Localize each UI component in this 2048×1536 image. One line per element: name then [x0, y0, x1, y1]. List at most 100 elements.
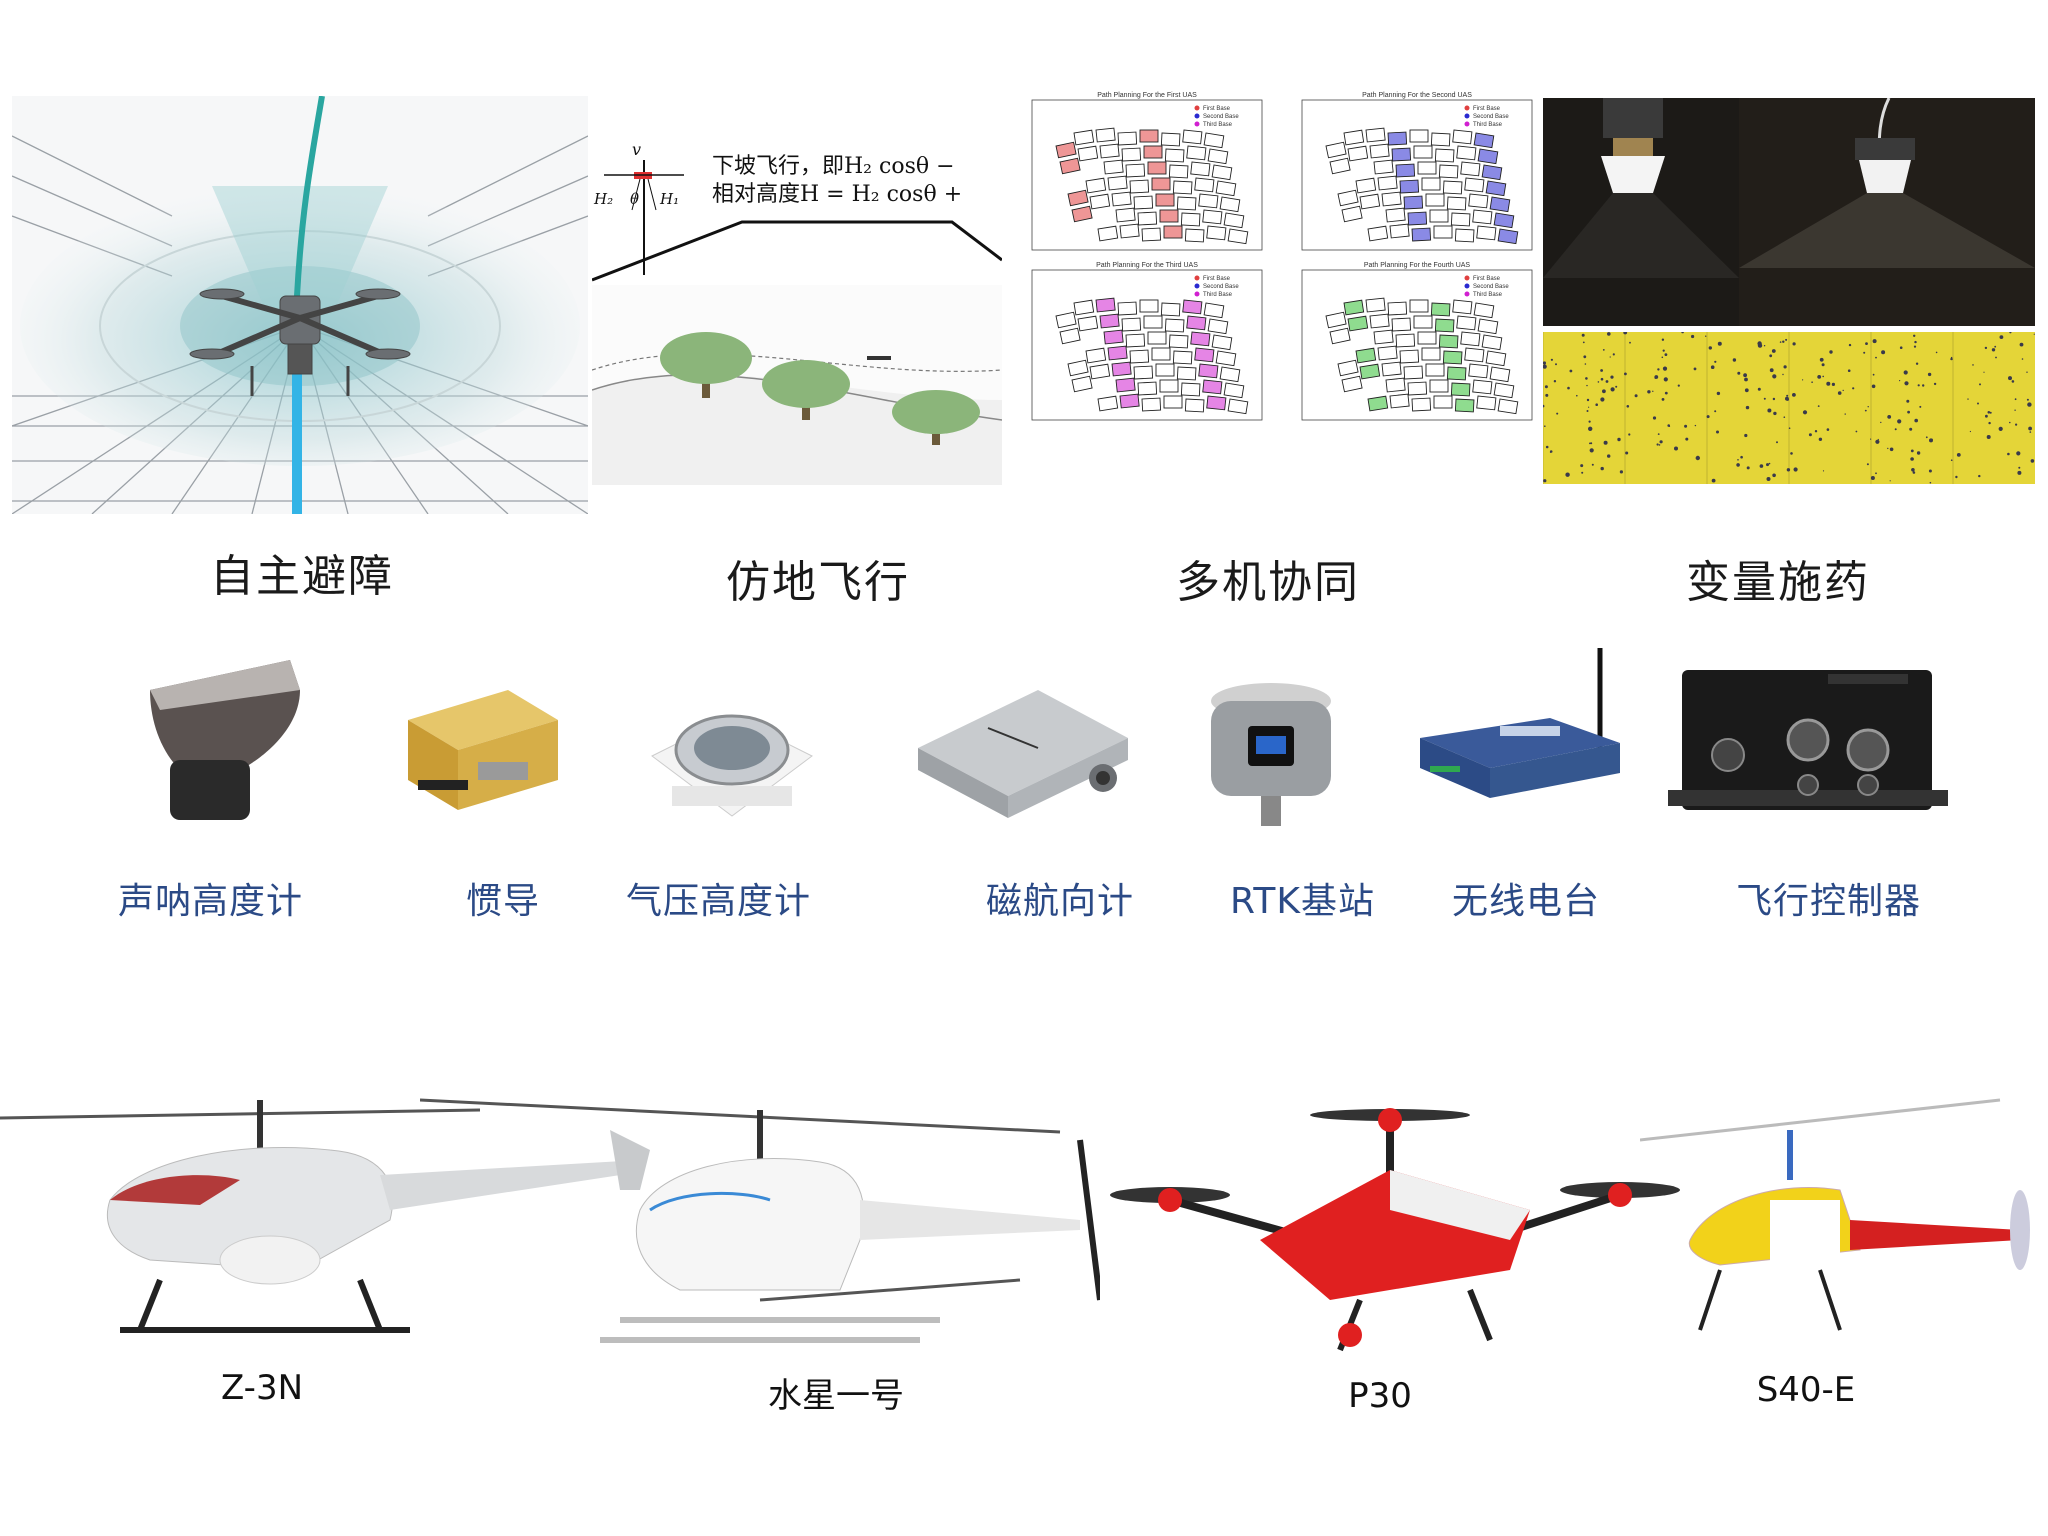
spray-droplet [1808, 433, 1812, 437]
spray-card [1543, 330, 2035, 484]
field-block [1477, 318, 1499, 335]
field-block [1409, 299, 1429, 313]
spray-droplet [1894, 428, 1897, 431]
spray-droplet [1769, 368, 1774, 373]
spray-droplet [1783, 416, 1786, 418]
field-block [1337, 359, 1359, 377]
field-block [1343, 129, 1365, 146]
field-block [1476, 395, 1497, 411]
spray-droplet [1913, 334, 1916, 337]
spray-droplet [1919, 405, 1922, 408]
spray-droplet [2017, 470, 2022, 475]
spray-droplet [1769, 354, 1773, 358]
spray-droplet [1847, 369, 1851, 372]
spray-droplet [1567, 386, 1570, 390]
field-block [1115, 377, 1136, 393]
field-block [1202, 209, 1223, 225]
spray-droplet [1909, 427, 1913, 431]
field-block [1417, 331, 1437, 345]
spray-droplet [1657, 368, 1660, 371]
spray-droplet [2008, 376, 2012, 381]
spray-droplet [1647, 390, 1651, 394]
caption-magnetic-compass: 磁航向计 [986, 881, 1135, 922]
spray-droplet [1737, 371, 1741, 375]
spray-droplet [1925, 436, 1928, 439]
field-block [1468, 193, 1489, 209]
field-block [1425, 193, 1445, 207]
spray-droplet [1629, 341, 1631, 344]
field-block [1133, 365, 1154, 380]
legend-marker [1464, 275, 1470, 281]
field-block [1163, 225, 1183, 239]
field-block [1137, 211, 1158, 226]
spray-droplet [1691, 334, 1695, 339]
spray-droplet [2007, 452, 2010, 456]
field-block [1059, 327, 1081, 345]
field-block [1421, 347, 1441, 361]
field-block [1206, 395, 1227, 411]
spray-droplet [1662, 349, 1665, 352]
field-block [1454, 398, 1475, 413]
field-block [1155, 363, 1175, 377]
spray-droplet [1991, 348, 1996, 352]
field-block [1460, 161, 1481, 177]
spray-droplet [2030, 459, 2035, 463]
field-block [1151, 347, 1171, 361]
field-block [1473, 302, 1495, 319]
legend-label: Second Base [1203, 284, 1239, 290]
spray-droplet [1543, 361, 1546, 365]
field-block [1207, 318, 1229, 335]
barometric-altimeter-image [642, 686, 822, 836]
spray-droplet [1737, 459, 1739, 461]
spray-droplet [1612, 353, 1615, 356]
field-block [1215, 180, 1237, 197]
spray-droplet [1626, 405, 1630, 408]
field-block [1147, 161, 1167, 175]
field-block [1117, 131, 1138, 146]
field-block [1172, 350, 1193, 365]
spray-droplet [1586, 410, 1589, 412]
field-block [1403, 365, 1424, 380]
spray-droplet [1881, 350, 1886, 355]
field-block [1211, 334, 1233, 351]
field-block [1411, 397, 1432, 412]
spray-droplet [1553, 380, 1557, 383]
spray-droplet [1912, 471, 1916, 474]
spray-droplet [1819, 357, 1824, 362]
spray-droplet [1600, 369, 1603, 372]
spray-droplet [1625, 451, 1629, 455]
spray-droplet [1875, 472, 1877, 475]
field-block [1446, 366, 1467, 381]
field-block [1073, 299, 1095, 316]
spray-droplet [1595, 403, 1598, 406]
field-block [1160, 132, 1181, 147]
field-block [1180, 212, 1201, 227]
spray-droplet [1767, 408, 1772, 413]
field-block [1180, 382, 1201, 397]
spray-droplet [1549, 451, 1552, 453]
spray-droplet [1776, 441, 1778, 444]
field-block [1450, 382, 1471, 397]
spray-droplet [1979, 383, 1981, 386]
spray-droplet [1569, 369, 1573, 373]
field-block [1190, 161, 1211, 177]
caption-ins: 惯导 [466, 881, 541, 922]
spray-droplet [1802, 379, 1804, 381]
spray-droplet [1576, 394, 1578, 397]
spray-droplet [1607, 454, 1611, 458]
field-block [1155, 193, 1175, 207]
field-block [1377, 175, 1398, 191]
field-block [1429, 209, 1449, 223]
spray-droplet [1786, 397, 1789, 401]
spray-droplet [1677, 384, 1680, 387]
spray-droplet [1880, 421, 1882, 424]
field-block [1391, 147, 1412, 162]
field-block [1184, 228, 1205, 243]
field-block [1452, 129, 1473, 145]
legend-marker [1464, 113, 1470, 119]
spray-droplet [1771, 349, 1776, 353]
field-block [1227, 398, 1249, 415]
legend-label: Second Base [1473, 114, 1509, 120]
spray-droplet [1706, 415, 1710, 419]
spray-droplet [1714, 360, 1717, 363]
